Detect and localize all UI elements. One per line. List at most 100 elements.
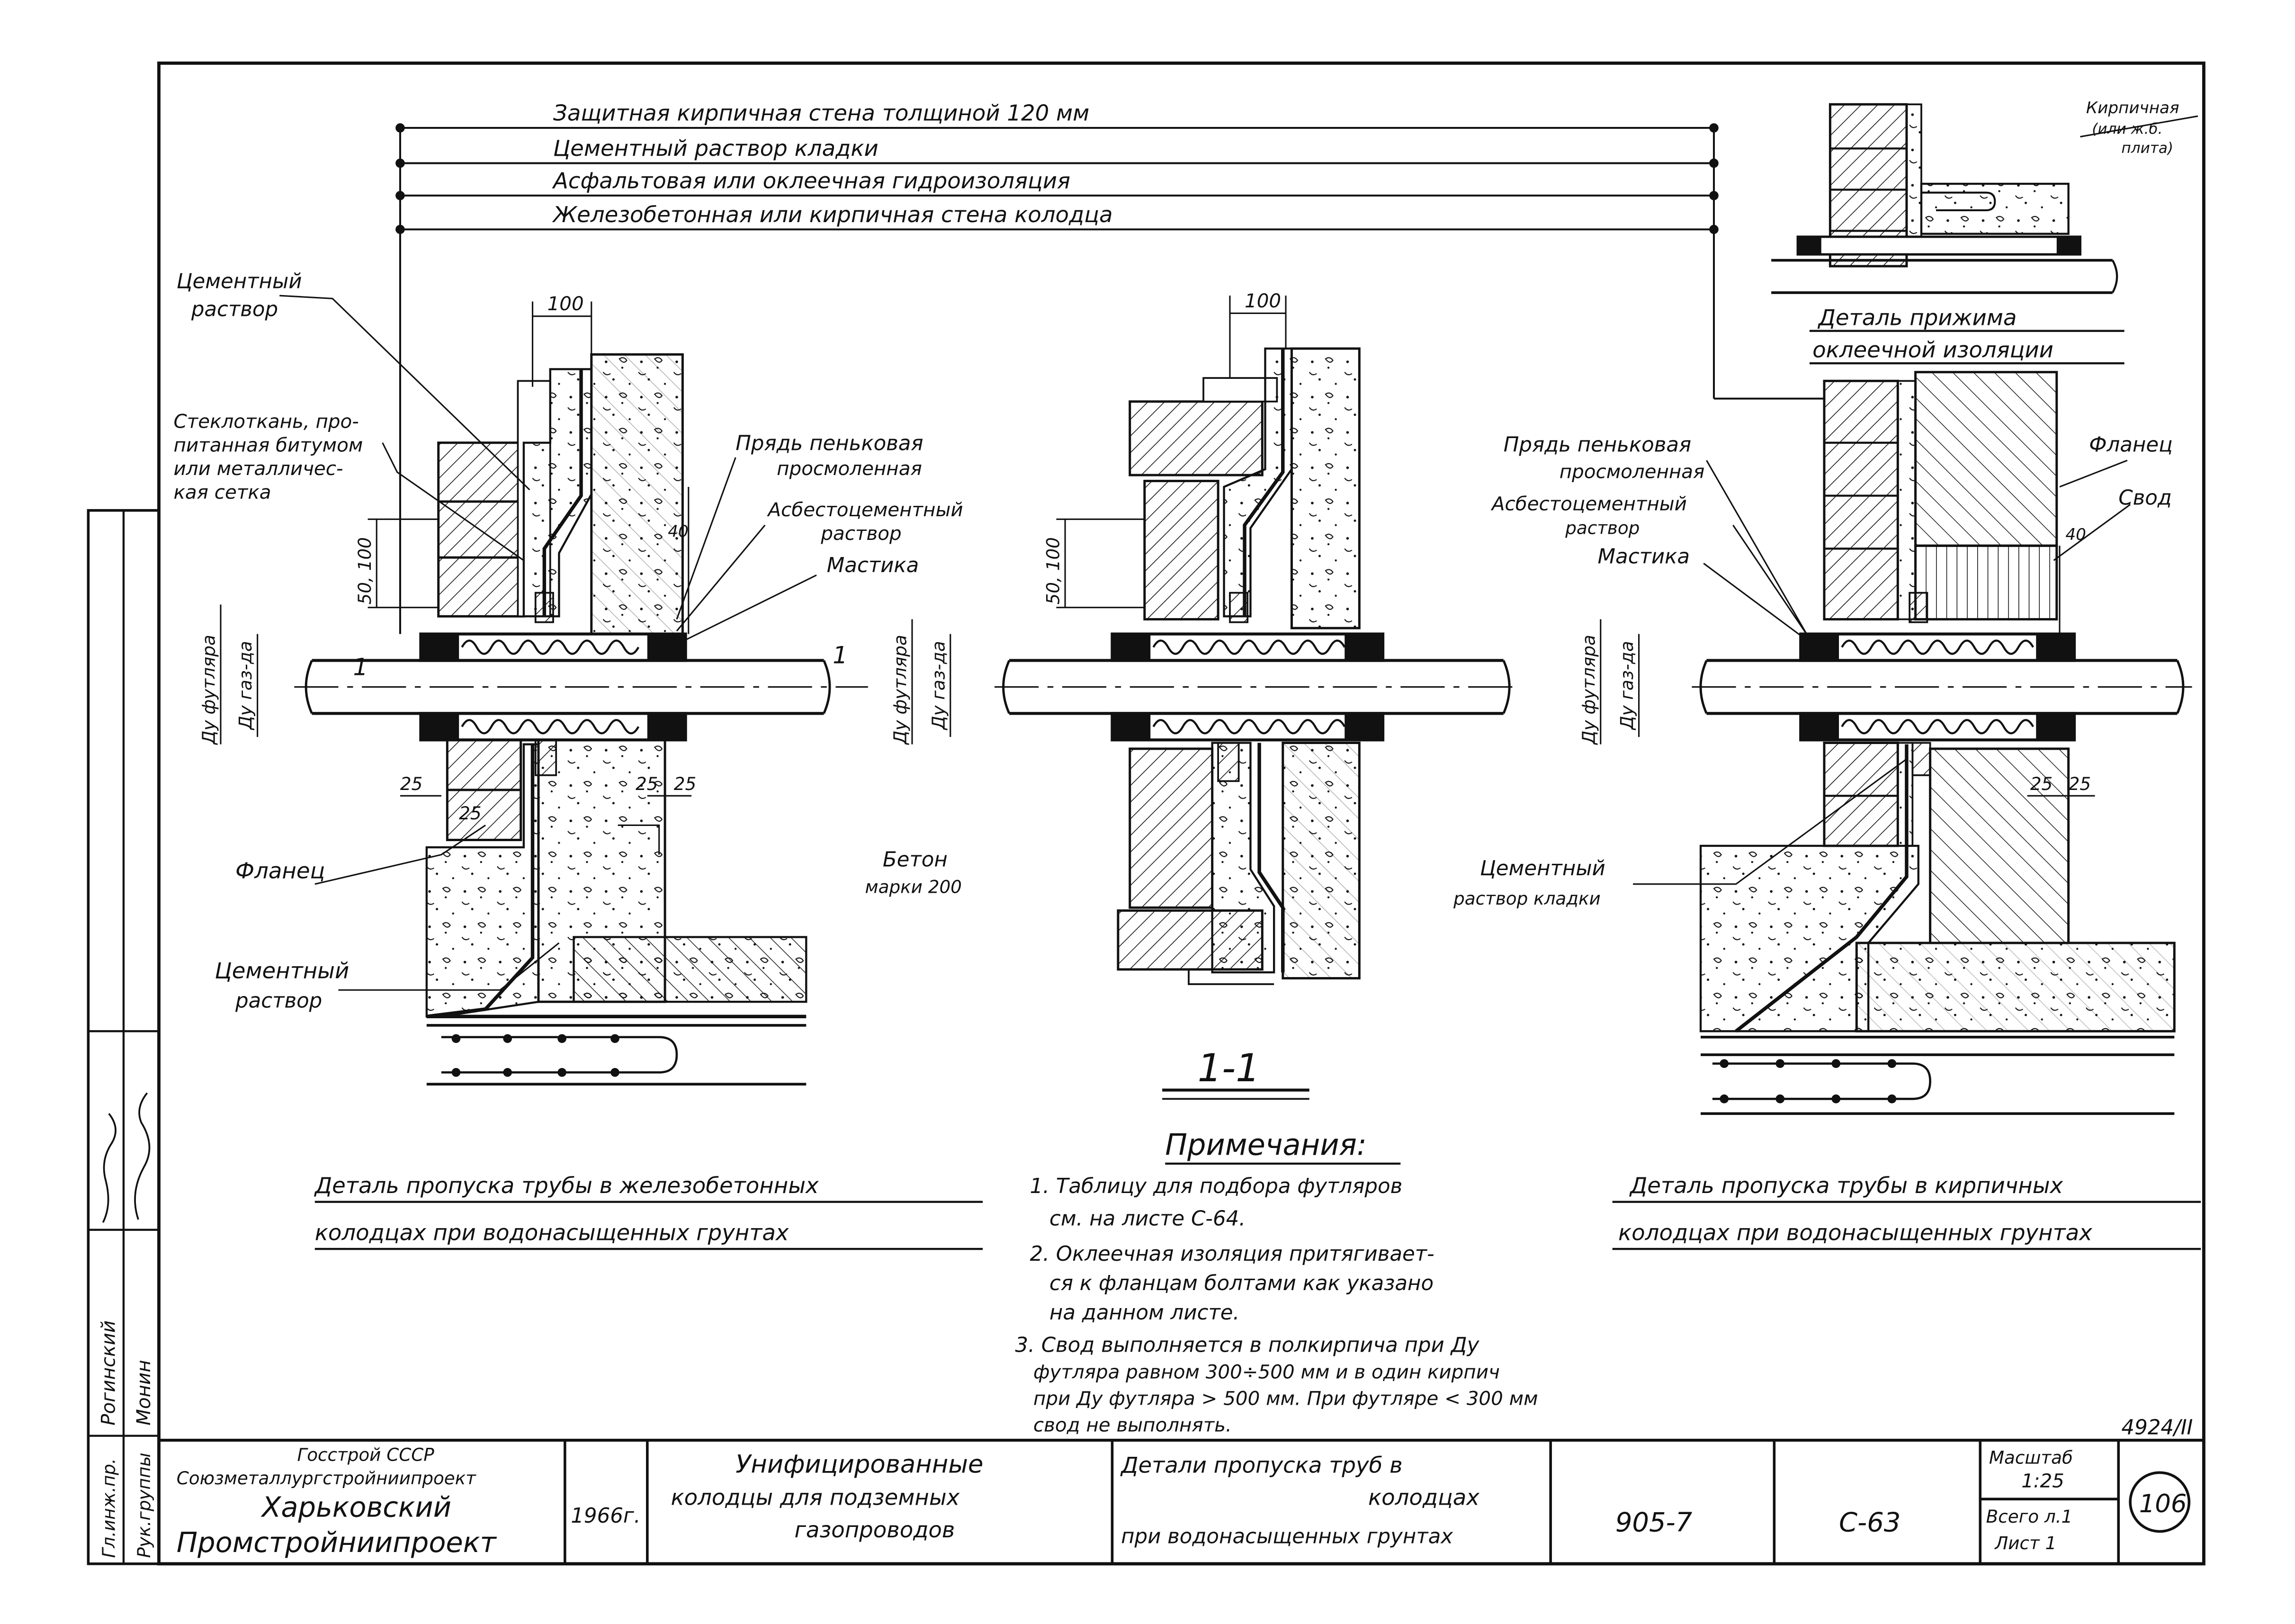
section-mark-left: 1	[353, 654, 368, 681]
note-line: на данном листе.	[1030, 1301, 1239, 1325]
left-cement-label-1: Цементный	[177, 270, 302, 294]
scale-label: Масштаб	[1989, 1447, 2073, 1468]
right-title-2: колодцах при водонасыщенных грунтах	[1618, 1220, 2092, 1245]
legend-layer-4: Железобетонная или кирпичная стена колод…	[552, 202, 1113, 227]
scale-value: 1:25	[2021, 1470, 2064, 1492]
note-line: при Ду футляра > 500 мм. При футляре < 3…	[1015, 1387, 1538, 1409]
right-du-pipe: Ду газ-да	[1616, 641, 1637, 730]
project-line-1: Унифицированные	[735, 1450, 983, 1479]
right-hemp-label-2: просмоленная	[1560, 460, 1705, 483]
right-asb-label-2: раствор	[1565, 517, 1640, 538]
left-dim-50-100: 50, 100	[354, 537, 375, 604]
right-flange-label: Фланец	[2089, 433, 2173, 457]
sheets-total: Всего л.1	[1986, 1506, 2073, 1527]
org-ministry: Госстрой СССР	[297, 1444, 434, 1465]
left-dim-25-b: 25	[459, 803, 481, 824]
right-vault-label: Свод	[2118, 486, 2172, 510]
right-labels: Кирпичная (или ж.б. плита) Деталь прижим…	[1453, 99, 2201, 1250]
right-detail-title-2: оклеечной изоляции	[1812, 337, 2053, 363]
note-line: ся к фланцам болтами как указано	[1030, 1272, 1434, 1295]
notes: Примечания: 1. Таблицу для подбора футля…	[1015, 1127, 1538, 1436]
right-dim-25-b: 25	[2069, 773, 2091, 794]
center-section	[911, 296, 1518, 1100]
sheet-index: Лист 1	[1994, 1533, 2056, 1553]
stamp-role-1: Гл.инж.пр.	[98, 1458, 119, 1558]
center-dim-100: 100	[1245, 290, 1281, 312]
right-du-sleeve: Ду футляра	[1578, 635, 1599, 745]
project-line-3: газопроводов	[794, 1517, 955, 1543]
left-dim-25-c: 25	[636, 773, 658, 794]
legend-layer-2: Цементный раствор кладки	[553, 135, 879, 161]
center-dim-50-100: 50, 100	[1043, 537, 1064, 604]
center-du-sleeve: Ду футляра	[890, 635, 911, 745]
left-du-sleeve: Ду футляра	[198, 635, 219, 745]
left-glass-label-4: кая сетка	[174, 481, 271, 503]
sheet-title-1: Детали пропуска труб в	[1120, 1452, 1402, 1478]
left-concrete-label-2: марки 200	[865, 876, 962, 897]
left-flange-label: Фланец	[235, 858, 325, 883]
left-title-2: колодцах при водонасыщенных грунтах	[315, 1220, 789, 1245]
right-detail	[1600, 103, 2198, 1115]
left-mastic-label: Мастика	[827, 554, 919, 577]
stamp-role-2: Рук.группы	[134, 1453, 154, 1558]
right-hemp-label-1: Прядь пеньковая	[1504, 433, 1691, 457]
stamp-name-1: Рогинский	[97, 1320, 119, 1426]
signature-2	[134, 1092, 151, 1220]
right-dim-25-a: 25	[2030, 773, 2053, 794]
left-dim-100: 100	[547, 293, 584, 315]
org-name: Промстройниипроект	[177, 1526, 497, 1559]
left-cement2-label-2: раствор	[235, 989, 322, 1013]
left-labels: Цементный раствор Стеклоткань, про- пита…	[174, 270, 983, 1250]
sheet-title-3: при водонасыщенных грунтах	[1121, 1525, 1453, 1548]
note-line: 3. Свод выполняется в полкирпича при Ду	[1015, 1334, 1479, 1357]
year: 1966г.	[571, 1504, 640, 1528]
left-dim-25-d: 25	[674, 773, 696, 794]
project-line-2: колодцы для подземных	[671, 1485, 960, 1510]
left-title-1: Деталь пропуска трубы в железобетонных	[314, 1173, 819, 1198]
title-block: Госстрой СССР Союзметаллургстройниипроек…	[159, 1416, 2204, 1564]
signature-1	[102, 1113, 117, 1223]
note-line: свод не выполнять.	[1015, 1414, 1231, 1436]
left-du-pipe: Ду газ-да	[235, 641, 256, 730]
archive-code: 4924/II	[2121, 1416, 2193, 1440]
layer-legend	[395, 123, 1824, 634]
sheet-number: С-63	[1839, 1507, 1901, 1538]
page-number: 106	[2139, 1489, 2187, 1518]
left-asb-label-2: раствор	[820, 522, 901, 545]
stamp-name-2: Монин	[133, 1360, 155, 1426]
right-dim-40: 40	[2065, 525, 2086, 544]
note-line: см. на листе С-64.	[1030, 1207, 1246, 1230]
notes-heading: Примечания:	[1165, 1127, 1367, 1162]
left-glass-label-2: питанная битумом	[174, 434, 363, 456]
left-dim-25-a: 25	[400, 773, 422, 794]
right-asb-label-1: Асбестоцементный	[1490, 493, 1687, 515]
note-line: 2. Оклеечная изоляция притягивает-	[1030, 1242, 1434, 1266]
left-glass-label-1: Стеклоткань, про-	[174, 411, 359, 433]
org-institute: Союзметаллургстройниипроект	[177, 1468, 476, 1489]
note-line: 1. Таблицу для подбора футляров	[1030, 1175, 1402, 1198]
left-cement2-label-1: Цементный	[215, 958, 350, 984]
right-cement-label-2: раствор кладки	[1453, 888, 1601, 909]
center-labels: 100 50, 100 Ду футляра Ду газ-да 1-1	[890, 290, 1282, 1091]
left-detail	[220, 295, 868, 1086]
right-title-1: Деталь пропуска трубы в кирпичных	[1629, 1173, 2063, 1198]
left-glass-label-3: или металличес-	[174, 458, 343, 480]
right-detail-title-1: Деталь прижима	[1818, 305, 2017, 330]
left-concrete-label-1: Бетон	[883, 848, 948, 871]
section-title: 1-1	[1198, 1046, 1260, 1091]
left-asb-label-1: Асбестоцементный	[767, 499, 963, 521]
left-hemp-label-2: просмоленная	[777, 458, 922, 480]
legend-layer-3: Асфальтовая или оклеечная гидроизоляция	[552, 168, 1070, 193]
note-line: футляра равном 300÷500 мм и в один кирпи…	[1015, 1361, 1499, 1383]
center-du-pipe: Ду газ-да	[928, 641, 949, 730]
left-dim-40: 40	[668, 522, 688, 541]
legend-layer-1: Защитная кирпичная стена толщиной 120 мм	[553, 100, 1089, 126]
right-brick-label-3: плита)	[2121, 140, 2173, 157]
right-brick-label-1: Кирпичная	[2086, 99, 2179, 117]
right-mastic-label: Мастика	[1598, 545, 1690, 569]
left-hemp-label-1: Прядь пеньковая	[735, 431, 923, 455]
side-stamp: Гл.инж.пр. Рук.группы Рогинский Монин	[87, 509, 161, 1565]
section-mark-right: 1	[833, 642, 848, 669]
left-cement-label-2: раствор	[191, 298, 278, 322]
